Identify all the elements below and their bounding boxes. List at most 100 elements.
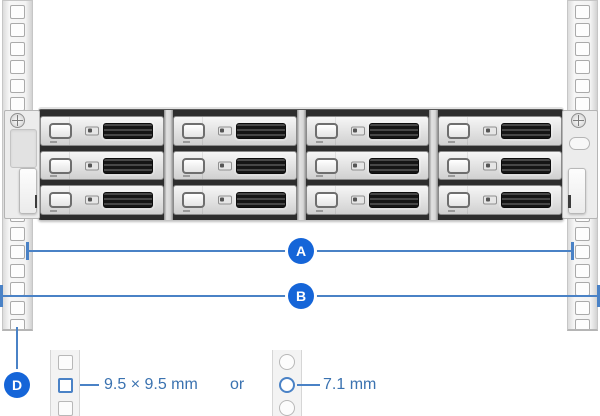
drive-tray [40,150,164,181]
rack-square-hole [575,300,590,315]
rack-square-hole [575,23,590,37]
tray-vent [501,122,552,139]
rack-square-hole [575,226,590,241]
tray-label-mark [182,175,190,178]
tray-label-mark [315,140,323,143]
screw-icon [10,113,25,128]
rack-square-hole [575,97,590,111]
rack-square-hole [10,245,25,259]
tray-indicator [85,161,99,170]
tray-vent [368,192,419,209]
square-hole-size-label: 9.5 × 9.5 mm [104,376,198,393]
tray-vent [103,157,153,174]
rack-square-hole [575,282,590,296]
square-hole-callout-dash [80,384,99,386]
square-sample-hole [57,378,73,393]
tray-latch-button [447,192,471,209]
drive-tray [438,116,562,146]
square-hole-strip [50,350,80,416]
drive-tray [305,116,430,146]
rack-square-hole [10,226,25,241]
left-ear-handle [19,168,37,214]
drive-column [172,116,297,216]
rack-square-hole [10,78,25,93]
tray-latch-button [314,157,338,174]
dimension-a-right-tick [571,242,574,260]
tray-label-mark [448,210,456,213]
tray-label-mark [50,210,57,213]
tray-latch-button [314,122,338,139]
round-hole-callout-dash [297,384,320,386]
right-ear-handle [568,168,586,214]
tray-label-mark [315,210,323,213]
tray-vent [235,122,286,139]
drive-tray [172,150,297,181]
tray-vent [501,192,552,209]
drive-tray [172,185,297,216]
tray-latch-button [181,122,205,139]
column-divider [163,110,173,220]
round-hole-strip [272,350,302,416]
left-mounting-ear [4,110,40,219]
drive-tray [172,116,297,146]
tray-indicator [483,195,498,205]
dimension-badge-a: A [288,238,314,264]
round-hole-size-label: 7.1 mm [323,376,377,393]
rack-square-hole [10,319,25,329]
dimension-d-leader-line [16,327,18,374]
round-sample-hole [279,354,295,370]
tray-latch-button [447,157,471,174]
drive-tray [305,185,430,216]
rack-square-hole [10,4,25,19]
tray-latch-button [181,157,205,174]
tray-indicator [217,126,232,136]
tray-indicator [217,161,232,170]
tray-indicator [217,195,232,205]
square-sample-hole [57,355,73,370]
rack-square-hole [575,60,590,74]
dimension-b-right-tick [597,285,600,307]
tray-indicator [483,161,498,170]
right-mounting-ear [562,110,598,219]
tray-label-mark [448,140,456,143]
tray-vent [235,157,286,174]
drive-column [305,116,430,216]
tray-vent [103,122,153,139]
right-ear-button [569,137,590,150]
tray-label-mark [315,175,323,178]
rack-square-hole [10,23,25,37]
tray-latch-button [447,122,471,139]
rack-square-hole [10,282,25,296]
drive-tray [305,150,430,181]
dimension-b-left-tick [0,285,3,307]
drive-tray [438,150,562,181]
screw-icon [571,113,586,128]
tray-label-mark [182,210,190,213]
tray-latch-button [49,157,72,174]
tray-label-mark [182,140,190,143]
rack-square-hole [575,78,590,93]
tray-vent [368,122,419,139]
left-ear-recess [10,129,37,168]
rack-square-hole [10,97,25,111]
tray-indicator [85,126,99,136]
drive-tray [40,116,164,146]
column-divider [296,110,306,220]
tray-indicator [483,126,498,136]
tray-indicator [350,126,365,136]
dimension-badge-b: B [288,283,314,309]
round-sample-hole [279,400,295,416]
drive-tray [40,185,164,216]
round-sample-hole [279,377,295,393]
rack-square-hole [575,4,590,19]
tray-latch-button [314,192,338,209]
tray-indicator [350,161,365,170]
dimension-a-left-tick [26,242,29,260]
rack-square-hole [10,41,25,56]
drive-column [438,116,562,216]
drive-column [40,116,164,216]
tray-indicator [85,195,99,205]
tray-vent [368,157,419,174]
rack-square-hole [575,319,590,329]
